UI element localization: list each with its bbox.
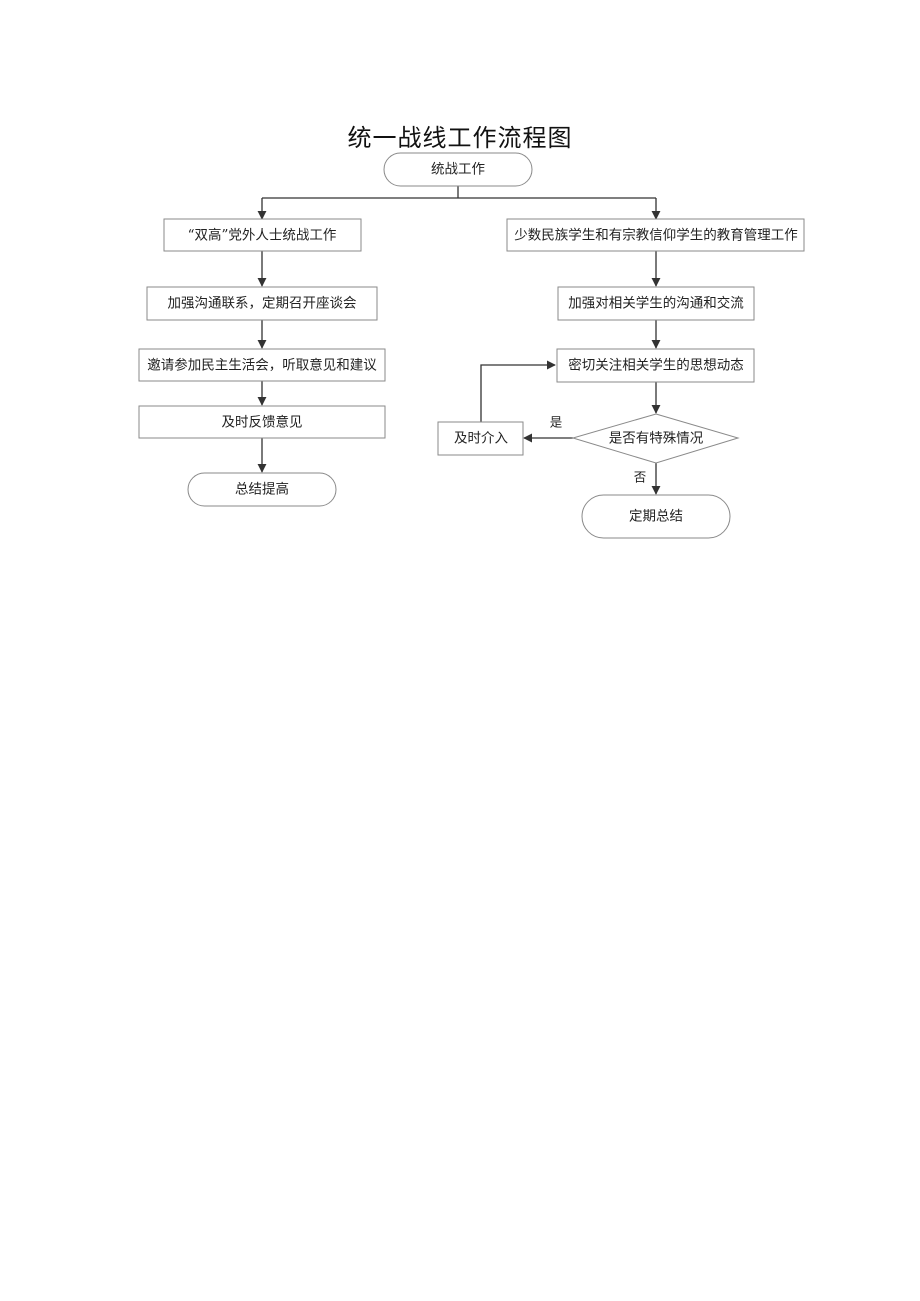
node-left-3: 邀请参加民主生活会，听取意见和建议 — [138, 348, 386, 382]
node-start-label: 统战工作 — [431, 162, 485, 178]
node-left-1: “双高”党外人士统战工作 — [163, 218, 362, 252]
page-title: 统一战线工作流程图 — [347, 124, 573, 152]
node-right-1-label: 少数民族学生和有宗教信仰学生的教育管理工作 — [514, 228, 798, 244]
edges — [257, 186, 661, 495]
node-left-end-label: 总结提高 — [235, 481, 289, 498]
node-left-1-label: “双高”党外人士统战工作 — [188, 227, 337, 244]
node-decision-label: 是否有特殊情况 — [609, 431, 704, 447]
node-intervene: 及时介入 — [437, 421, 524, 456]
edge-label-yes: 是 — [550, 415, 563, 430]
node-right-end-label: 定期总结 — [629, 509, 683, 525]
node-right-3: 密切关注相关学生的思想动态 — [556, 348, 755, 383]
node-right-2-label: 加强对相关学生的沟通和交流 — [568, 295, 744, 312]
node-right-2: 加强对相关学生的沟通和交流 — [557, 286, 755, 321]
node-right-1: 少数民族学生和有宗教信仰学生的教育管理工作 — [506, 218, 805, 252]
node-intervene-label: 及时介入 — [454, 431, 508, 447]
edge-label-no: 否 — [634, 470, 647, 485]
node-left-3-label: 邀请参加民主生活会，听取意见和建议 — [147, 357, 377, 374]
node-start: 统战工作 — [383, 152, 533, 187]
node-left-2: 加强沟通联系，定期召开座谈会 — [146, 286, 378, 321]
node-left-2-label: 加强沟通联系，定期召开座谈会 — [168, 296, 357, 312]
node-left-end: 总结提高 — [187, 472, 337, 507]
node-right-end: 定期总结 — [581, 494, 731, 539]
node-right-3-label: 密切关注相关学生的思想动态 — [568, 357, 744, 374]
node-left-4: 及时反馈意见 — [138, 405, 386, 439]
node-decision: 是否有特殊情况 — [571, 413, 740, 464]
edge-intervene-loop — [480, 360, 556, 422]
node-left-4-label: 及时反馈意见 — [222, 414, 303, 431]
